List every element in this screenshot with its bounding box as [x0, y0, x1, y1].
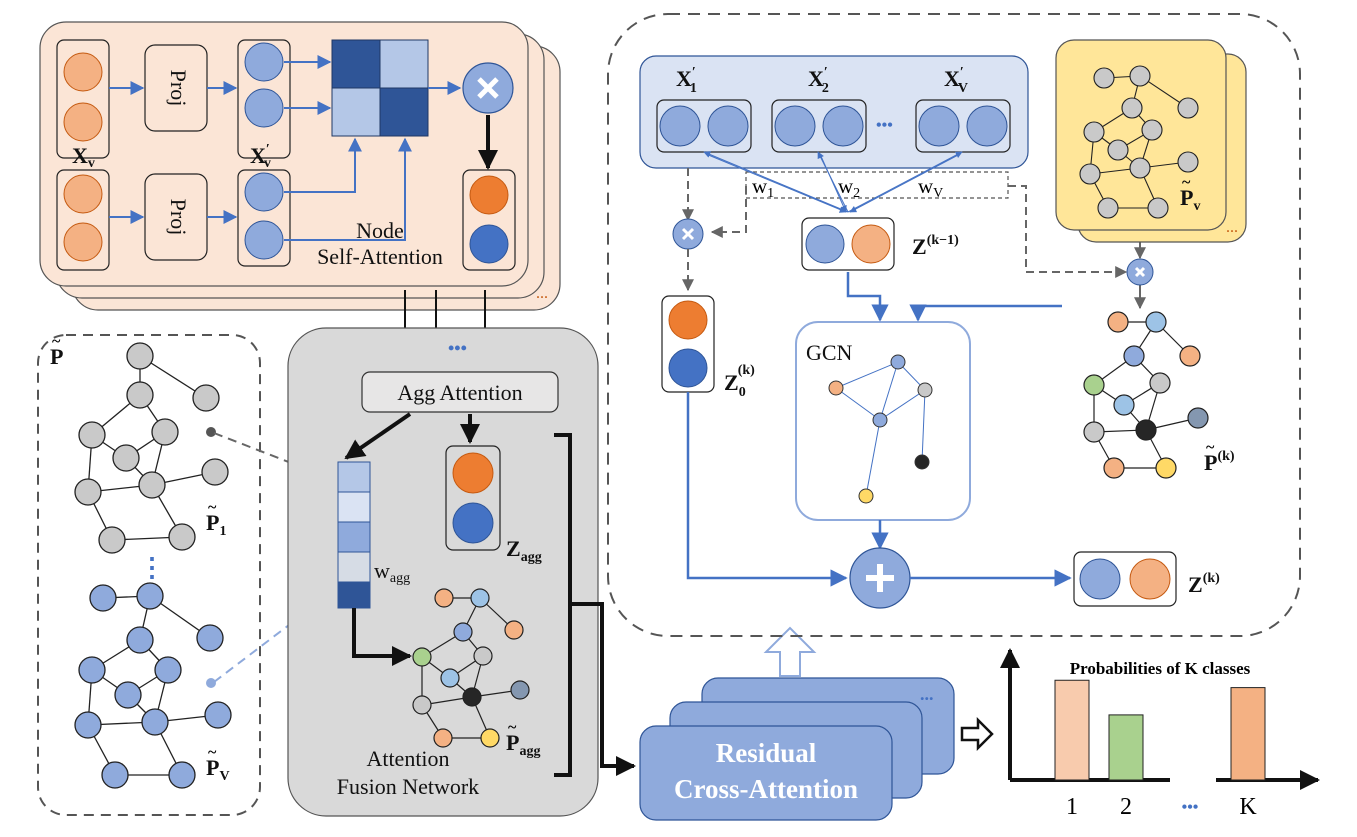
- svg-text:~: ~: [508, 719, 517, 736]
- proj-x-label: X′v: [250, 142, 271, 171]
- pv-ellipsis: ...: [1226, 219, 1238, 236]
- chart-tick-label-3: K: [1239, 794, 1257, 820]
- svg-text:~: ~: [1206, 439, 1215, 456]
- w-agg-label: wagg: [374, 558, 410, 586]
- p-agg-label: Pagg: [506, 730, 540, 759]
- proj-label-bottom: Proj: [166, 199, 191, 236]
- stack-ellipsis: ...: [536, 285, 548, 302]
- graph-p1: [74, 342, 229, 554]
- graph-pk: [1083, 311, 1209, 479]
- w-agg-vector: [337, 461, 371, 609]
- graph-pv: [74, 582, 232, 789]
- x-prime-dots: •••: [876, 117, 893, 134]
- right-arrow-icon: [960, 716, 994, 752]
- fusion-title-1: Attention: [366, 746, 449, 771]
- graph-panel: P ~: [37, 333, 261, 816]
- chart-bar-1: [1108, 714, 1144, 781]
- w1-label: w1: [752, 174, 774, 201]
- fusion-dots: •••: [448, 338, 467, 358]
- residual-block: X′1 X′2 X′V ••• w1 w2 wV: [607, 13, 1301, 637]
- chart-tick-label-1: 2: [1120, 794, 1132, 820]
- chart-bar-0: [1054, 679, 1090, 781]
- svg-text:~: ~: [52, 333, 61, 350]
- agg-attention-box: [361, 371, 559, 413]
- xv-label: X′V: [944, 65, 968, 96]
- self-attention-title-2: Self-Attention: [317, 244, 443, 269]
- w2-label: w2: [838, 174, 860, 201]
- cross-attention-line2: Cross-Attention: [674, 774, 858, 804]
- agg-attention-label: Agg Attention: [397, 380, 522, 405]
- gcn-graph: [828, 354, 933, 504]
- pv-panel: [1055, 39, 1227, 231]
- graph-dots: ⋮: [139, 553, 165, 582]
- p-tilde-label: P: [50, 344, 63, 369]
- x2-label: X′2: [808, 65, 829, 96]
- proj-label-top: Proj: [166, 70, 191, 107]
- cross-attention-line1: Residual: [716, 738, 817, 768]
- graph-p-agg: [412, 588, 530, 748]
- chart-tick-label-2: •••: [1182, 799, 1199, 816]
- residual-cross-attention: Residual Cross-Attention ...: [639, 677, 955, 821]
- z-agg-label: Zagg: [506, 536, 542, 565]
- chart-bar-3: [1230, 687, 1266, 781]
- p1-label: P1: [206, 510, 226, 539]
- attention-fusion-network: ••• Agg Attention wagg Zagg: [287, 327, 599, 817]
- node-self-attention-block: ... Xv Proj Proj X′v: [39, 21, 561, 311]
- up-arrow-icon: [763, 626, 817, 677]
- x1-label: X′1: [676, 65, 697, 96]
- chart-title: Probabilities of K classes: [1070, 659, 1251, 678]
- zk-label: Z(k): [1188, 571, 1220, 597]
- pk-label: P(k): [1204, 449, 1235, 475]
- self-attention-title-1: Node: [356, 218, 404, 243]
- pv-label: PV: [206, 755, 230, 784]
- cross-attention-ellipsis: ...: [920, 684, 934, 704]
- gcn-label: GCN: [806, 340, 853, 365]
- z-prev-label: Z(k−1): [912, 233, 959, 259]
- pv-yellow-label: Pv: [1180, 185, 1200, 214]
- graph-pv-yellow: [1079, 65, 1199, 219]
- fusion-title-2: Fusion Network: [337, 774, 479, 799]
- wv-label: wV: [918, 174, 943, 201]
- input-x-label: Xv: [72, 143, 95, 171]
- svg-text:~: ~: [208, 499, 217, 516]
- svg-text:~: ~: [208, 744, 217, 761]
- svg-text:~: ~: [1182, 174, 1191, 191]
- probability-chart: Probabilities of K classes 1 2 ••• K: [1000, 648, 1320, 820]
- attention-matrix: [331, 39, 429, 137]
- chart-tick-label-0: 1: [1066, 794, 1078, 820]
- z0-label: Z0(k): [724, 363, 755, 400]
